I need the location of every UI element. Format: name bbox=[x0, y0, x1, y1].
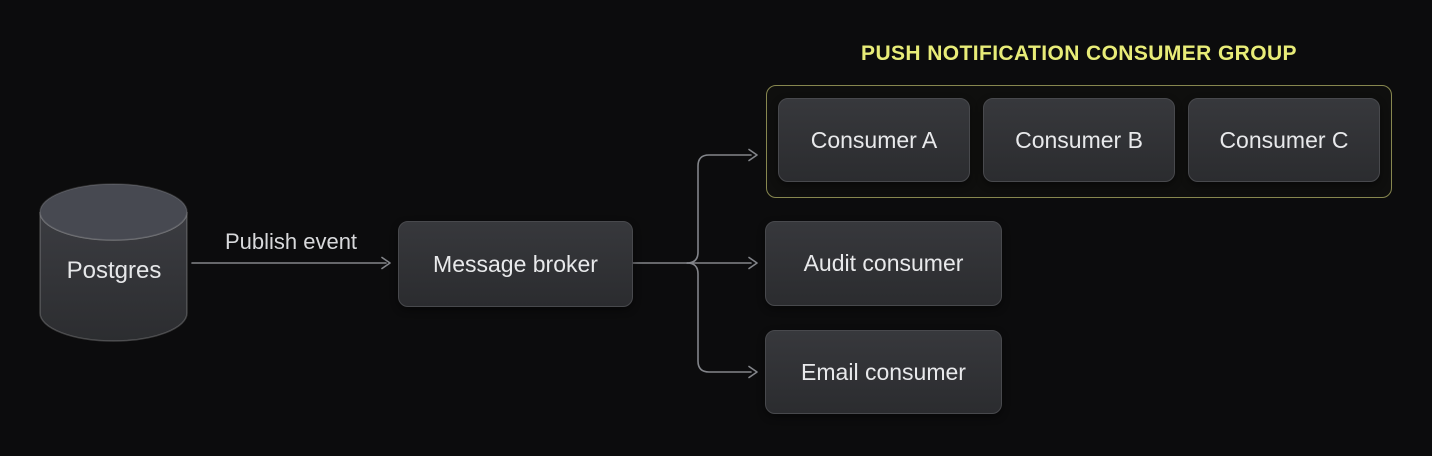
consumer-c-node: Consumer C bbox=[1188, 98, 1380, 182]
edge-group-arrowhead-icon bbox=[748, 148, 758, 162]
message-broker-node: Message broker bbox=[398, 221, 633, 307]
consumer-group-box bbox=[766, 85, 1392, 198]
edge-audit-arrowhead-icon bbox=[748, 256, 758, 270]
consumer-b-node: Consumer B bbox=[983, 98, 1175, 182]
postgres-node-label: Postgres bbox=[66, 257, 162, 284]
message-broker-label: Message broker bbox=[433, 250, 598, 277]
edge-publish-arrowhead-icon bbox=[381, 256, 391, 270]
edge-broker-email-line bbox=[686, 262, 752, 373]
consumer-group-title: PUSH NOTIFICATION CONSUMER GROUP bbox=[861, 42, 1297, 65]
edge-email-arrowhead-icon bbox=[748, 365, 758, 379]
edge-broker-group-line bbox=[686, 154, 752, 264]
cylinder-top bbox=[39, 183, 188, 241]
consumer-c-label: Consumer C bbox=[1219, 126, 1349, 153]
email-consumer-node: Email consumer bbox=[765, 330, 1002, 414]
audit-consumer-node: Audit consumer bbox=[765, 221, 1002, 306]
consumer-a-node: Consumer A bbox=[778, 98, 970, 182]
consumer-b-label: Consumer B bbox=[1015, 126, 1143, 153]
consumer-a-label: Consumer A bbox=[810, 126, 938, 153]
publish-event-edge-label: Publish event bbox=[224, 229, 358, 254]
email-consumer-label: Email consumer bbox=[801, 358, 966, 385]
audit-consumer-label: Audit consumer bbox=[803, 250, 964, 276]
